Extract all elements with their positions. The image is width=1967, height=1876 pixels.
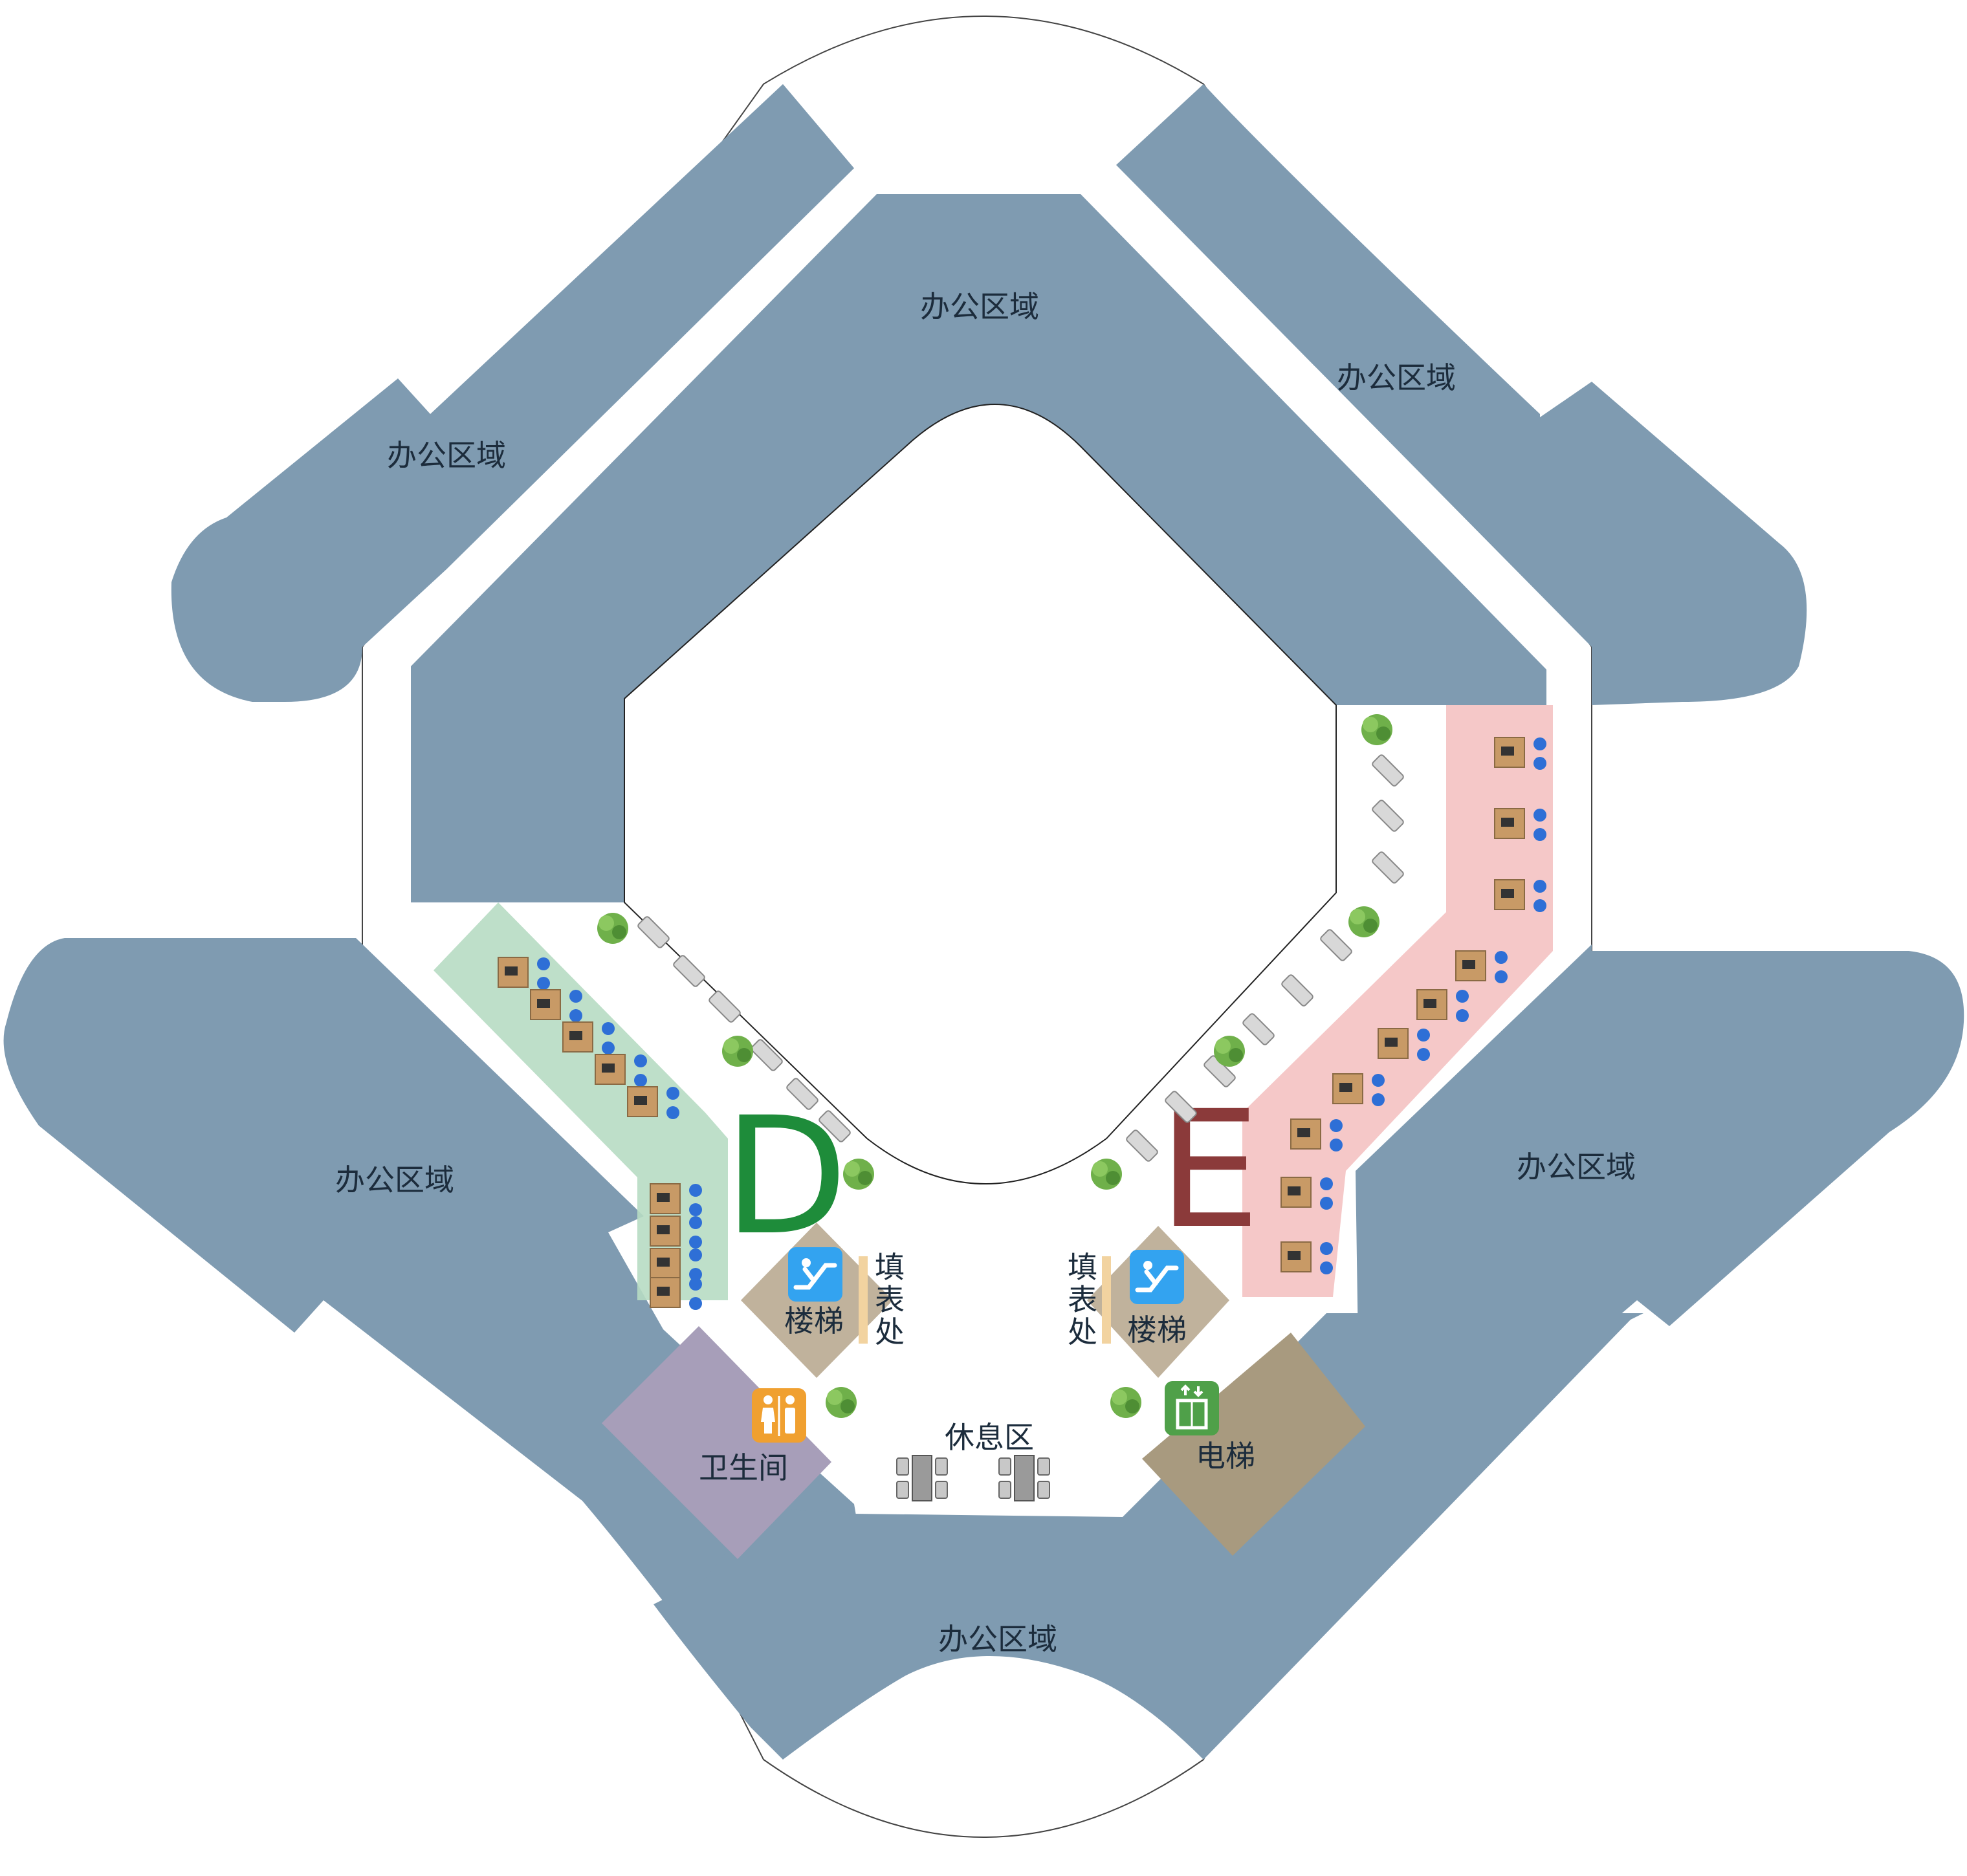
workstation (627, 1086, 679, 1119)
workstation (650, 1277, 702, 1310)
office-area-left[interactable] (3, 938, 881, 1760)
office-areas (3, 84, 1964, 1760)
plant-icon (722, 1036, 753, 1067)
elevator[interactable]: 电梯 (1142, 1333, 1365, 1556)
form-desk-right-bar (1102, 1256, 1111, 1344)
plant-icon (597, 913, 628, 944)
office-area-bottom[interactable] (654, 1313, 1643, 1760)
bench (1242, 1013, 1275, 1045)
workstation (1280, 1177, 1333, 1210)
bench (819, 1110, 851, 1142)
bench (1126, 1129, 1158, 1162)
office-label-bottom: 办公区域 (938, 1622, 1057, 1657)
workstation (1416, 989, 1469, 1022)
zone-e[interactable]: E (1158, 705, 1553, 1297)
bench (786, 1078, 819, 1110)
office-area-top-left[interactable] (171, 84, 854, 702)
form-desk-left-bar (859, 1256, 868, 1344)
bench (637, 916, 670, 948)
stairs-right[interactable]: 楼梯 (1087, 1226, 1229, 1378)
workstation (1290, 1118, 1343, 1151)
office-area-top-right[interactable] (1116, 84, 1807, 705)
zone-d-workstations (498, 957, 702, 1310)
zone-e-workstations (1280, 737, 1546, 1274)
restroom-block (602, 1326, 831, 1559)
form-desk-right-char-1: 填 (1068, 1250, 1097, 1285)
workstation (1455, 950, 1508, 983)
workstation (650, 1216, 702, 1249)
escalator-icon (788, 1247, 842, 1302)
workstation (1494, 808, 1546, 841)
restroom[interactable]: 卫生间 (602, 1326, 831, 1559)
form-desk-left-char-2: 表 (875, 1282, 905, 1317)
atrium-benches (637, 754, 1404, 1162)
workstation (1378, 1028, 1430, 1061)
plant-icon (1348, 906, 1379, 937)
bench (1372, 800, 1404, 832)
plant-icon (826, 1387, 857, 1418)
lounge-label: 休息区 (945, 1420, 1034, 1455)
bench (1372, 754, 1404, 787)
plant-icon (1214, 1036, 1245, 1067)
office-area-top[interactable] (411, 194, 1546, 902)
workstation (1332, 1073, 1385, 1106)
elevator-block (1142, 1333, 1365, 1556)
lounge-table (896, 1455, 948, 1501)
office-label-top-left: 办公区域 (387, 438, 506, 473)
office-label-right: 办公区域 (1517, 1150, 1636, 1184)
plant-icon (1091, 1159, 1122, 1190)
form-desk-right-char-3: 处 (1068, 1314, 1097, 1349)
form-desk-left-char-1: 填 (875, 1250, 905, 1285)
escalator-icon (1130, 1250, 1184, 1304)
bench (1372, 851, 1404, 884)
workstation (650, 1183, 702, 1216)
form-desk-right[interactable]: 填 表 处 (1068, 1250, 1111, 1349)
elevator-label: 电梯 (1196, 1439, 1255, 1474)
lounge-tables (896, 1455, 1050, 1501)
workstation (650, 1248, 702, 1281)
office-label-top: 办公区域 (920, 289, 1039, 324)
bench (1203, 1055, 1236, 1087)
bench (751, 1039, 783, 1071)
bench (673, 955, 705, 987)
workstation (1280, 1241, 1333, 1274)
restroom-icon (752, 1388, 806, 1443)
elevator-icon (1165, 1381, 1219, 1435)
office-label-top-right: 办公区域 (1337, 360, 1456, 395)
lounge-table (998, 1455, 1050, 1501)
workstation (595, 1054, 647, 1087)
plant-icon (1110, 1387, 1141, 1418)
stairs-left-label: 楼梯 (784, 1303, 844, 1338)
lounge[interactable]: 休息区 (896, 1420, 1050, 1501)
plant-icon (843, 1159, 874, 1190)
workstation (498, 957, 550, 990)
bench (1320, 929, 1352, 961)
restroom-label: 卫生间 (699, 1450, 788, 1485)
atrium-void (624, 404, 1337, 1184)
stairs-right-label: 楼梯 (1127, 1313, 1187, 1347)
workstation (562, 1021, 615, 1054)
plant-icon (1361, 714, 1392, 745)
stairs-left[interactable]: 楼梯 (741, 1223, 893, 1378)
form-desk-left-char-3: 处 (875, 1314, 905, 1349)
plants (597, 714, 1392, 1418)
workstation (1494, 879, 1546, 912)
bench (1281, 974, 1313, 1007)
workstation (1494, 737, 1546, 770)
workstation (530, 989, 582, 1022)
bench (709, 990, 741, 1023)
office-label-left: 办公区域 (335, 1162, 454, 1197)
bench (1165, 1091, 1197, 1123)
form-desk-right-char-2: 表 (1068, 1282, 1097, 1317)
form-desk-left[interactable]: 填 表 处 (859, 1250, 905, 1349)
